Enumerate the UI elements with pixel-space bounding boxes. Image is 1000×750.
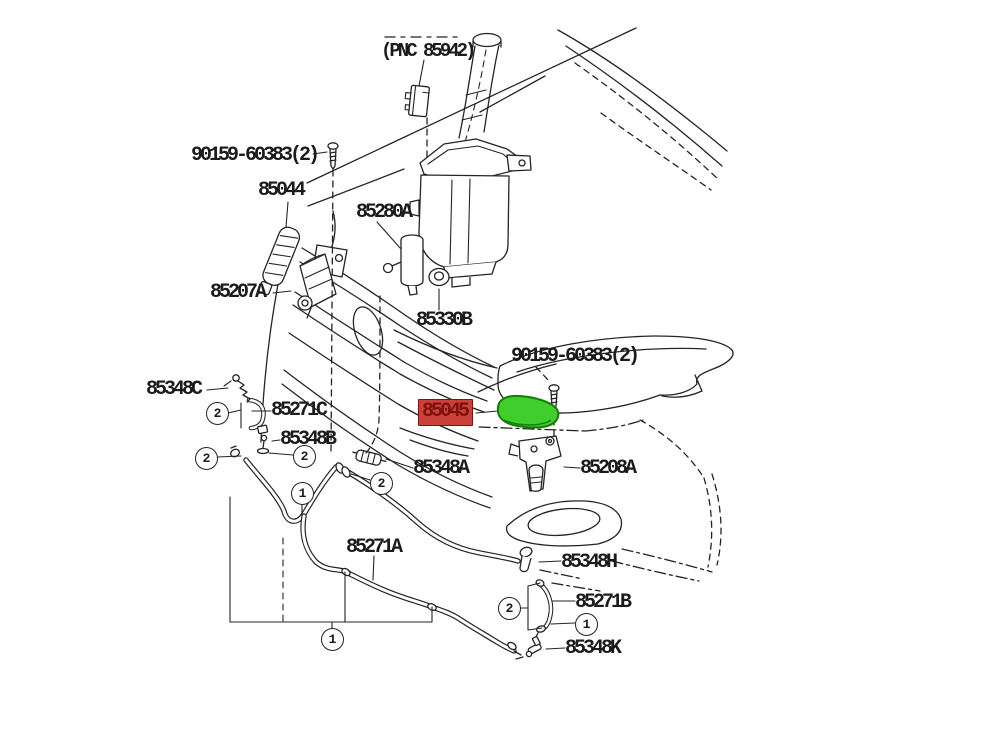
callout-2-bracket-85271C: 2 [206,402,229,425]
callout-2-hose-clamp: 2 [370,472,393,495]
screw-mid [548,384,560,410]
screw-top [327,142,339,170]
part-label-85348A: 85348A [413,457,470,480]
callout-1-main-hose: 1 [321,628,344,651]
washer-pump [382,234,424,296]
car-body-outline [306,27,728,250]
headlamp-washer-actuator-right [508,435,562,492]
callout-1-hose-85271B: 1 [575,613,598,636]
callout-2-hose-elbow: 2 [195,447,218,470]
mounting-screws [327,142,560,410]
part-label-85207A: 85207A [210,281,267,304]
part-label-85044: 85044 [258,179,306,202]
part-label-85348H: 85348H [561,551,618,574]
part-label-85330B: 85330B [416,309,473,332]
highlighted-part-label: 85045 [418,399,474,426]
part-label-85348C: 85348C [146,378,203,401]
part-label-pnc-85942: (PNC 85942) [381,40,476,62]
part-label-85348K: 85348K [565,637,622,660]
part-label-85271C: 85271C [271,399,328,422]
bracket-85044 [257,226,301,296]
callout-2-hose-85271B: 2 [498,597,521,620]
headlamp-washer-actuator-left [297,244,348,319]
part-label-85271A: 85271A [346,536,403,559]
part-label-90159-60383-top: 90159-60383(2) [191,144,320,167]
part-label-85348B: 85348B [280,428,337,451]
callout-1-hose-loop: 1 [291,482,314,505]
label-leader-lines [206,59,581,650]
pump-grommet [428,267,450,287]
hose-clips-and-joints [223,374,542,658]
callout-brackets [229,496,543,631]
callout-2-hose-flange: 2 [293,445,316,468]
part-label-85271B: 85271B [575,591,632,614]
part-label-85280A: 85280A [356,201,413,224]
washer-reservoir [409,32,532,288]
part-label-90159-60383-mid: 90159-60383(2) [511,345,640,368]
front-bumper-grille [260,232,722,592]
part-label-85208A: 85208A [580,457,637,480]
washer-level-sensor [404,84,430,118]
washer-hoses [230,397,554,660]
highlighted-nozzle-cover [496,394,560,429]
